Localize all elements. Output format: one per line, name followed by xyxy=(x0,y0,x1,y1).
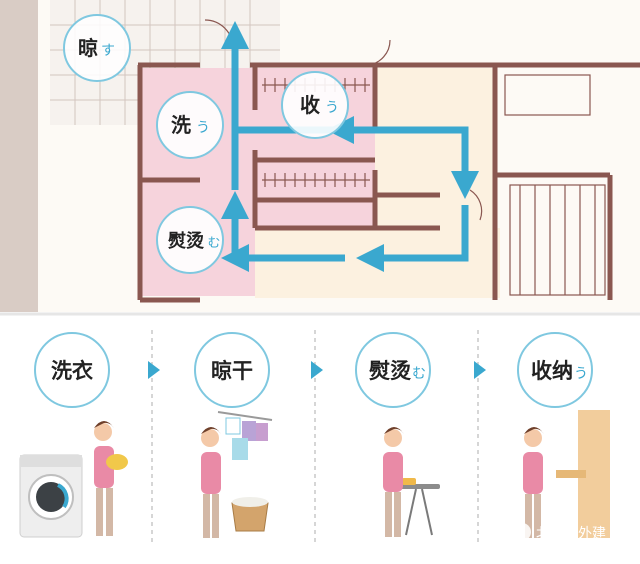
woman-washing-figure xyxy=(94,421,128,536)
woman-ironing-figure xyxy=(383,427,404,537)
cream-room xyxy=(375,68,495,228)
label-storing-text: 收 xyxy=(300,93,320,117)
step-circle xyxy=(34,332,110,408)
step-washing: 洗衣 xyxy=(19,332,128,538)
step-label: 收纳 xyxy=(531,359,573,383)
plan-label-drying: 晾 す xyxy=(63,14,131,82)
label-storing-kana: う xyxy=(325,100,339,116)
washing-machine-icon xyxy=(19,454,83,538)
step-arrow-3 xyxy=(474,361,486,379)
step-label: 洗衣 xyxy=(51,359,93,383)
step-circle xyxy=(355,332,431,408)
cabinet-icon xyxy=(556,410,610,538)
watermark: 北京中外建 xyxy=(513,523,606,542)
plan-walls xyxy=(137,62,640,303)
ironing-board-icon xyxy=(398,478,440,536)
plan-label-storing: 收 う xyxy=(281,71,349,139)
arrow-bottom-return xyxy=(356,205,469,272)
label-washing-text: 洗 xyxy=(171,113,191,137)
process-steps: 洗衣 晾干 xyxy=(19,330,610,545)
label-ironing-text: 熨烫 xyxy=(168,231,205,252)
step-storing: 收纳 う xyxy=(517,332,610,538)
label-ironing-kana: む xyxy=(207,236,220,251)
label-drying-kana: す xyxy=(101,43,115,59)
label-washing-kana: う xyxy=(196,120,210,136)
step-kana: う xyxy=(574,366,588,382)
flow-arrows xyxy=(221,21,479,272)
step-ironing: 熨烫 む xyxy=(355,332,440,537)
step-label: 晾干 xyxy=(211,359,253,383)
woman-storing-figure xyxy=(523,427,544,538)
woman-drying-figure xyxy=(201,427,221,538)
laundry-basket-icon xyxy=(231,497,269,532)
exterior-wall-texture xyxy=(0,0,38,312)
plan-label-washing: 洗 う xyxy=(156,91,224,159)
step-kana: む xyxy=(412,366,426,382)
step-circle xyxy=(194,332,270,408)
clothesline-icon xyxy=(217,411,273,460)
step-arrows xyxy=(148,361,486,379)
wechat-icon xyxy=(513,523,531,541)
step-arrow-1 xyxy=(148,361,160,379)
stair-room xyxy=(500,68,640,298)
step-circle xyxy=(517,332,593,408)
plan-label-ironing: 熨烫 む xyxy=(156,206,224,274)
step-label: 熨烫 xyxy=(369,359,412,383)
step-arrow-2 xyxy=(311,361,323,379)
step-drying: 晾干 xyxy=(194,332,273,538)
label-drying-text: 晾 xyxy=(78,36,98,60)
watermark-text: 北京中外建 xyxy=(536,526,606,542)
